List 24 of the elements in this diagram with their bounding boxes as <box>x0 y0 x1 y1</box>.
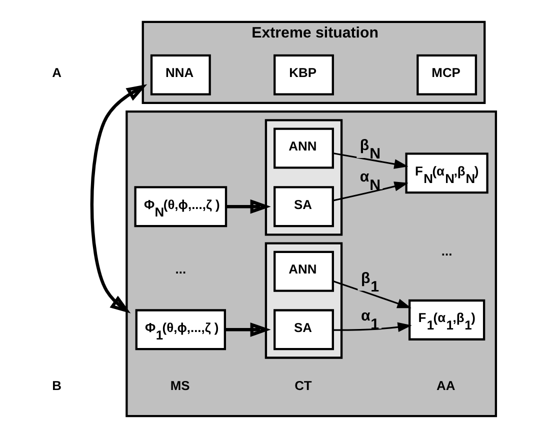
arrow <box>332 152 408 168</box>
arrow <box>225 322 271 336</box>
label: ... <box>175 261 186 276</box>
label: AA <box>436 378 456 393</box>
node-box: ANN <box>274 250 334 292</box>
arrow <box>332 280 412 308</box>
arrow <box>332 322 412 332</box>
cluster <box>264 118 343 236</box>
cluster <box>126 110 498 417</box>
arrow <box>90 84 148 313</box>
node-box: SA <box>274 186 334 227</box>
node-box: MCP <box>416 54 478 95</box>
label: ... <box>441 242 452 258</box>
node-box: KBP <box>274 54 334 95</box>
label: CT <box>294 378 312 393</box>
node-box: SA <box>274 308 334 350</box>
arrow <box>226 198 271 214</box>
arrow <box>332 181 408 201</box>
node-box: ANN <box>274 127 334 168</box>
cluster <box>264 242 343 358</box>
node-box: NNA <box>150 54 211 95</box>
label: MS <box>170 378 190 393</box>
label: A <box>52 64 62 80</box>
label: B <box>52 378 62 393</box>
